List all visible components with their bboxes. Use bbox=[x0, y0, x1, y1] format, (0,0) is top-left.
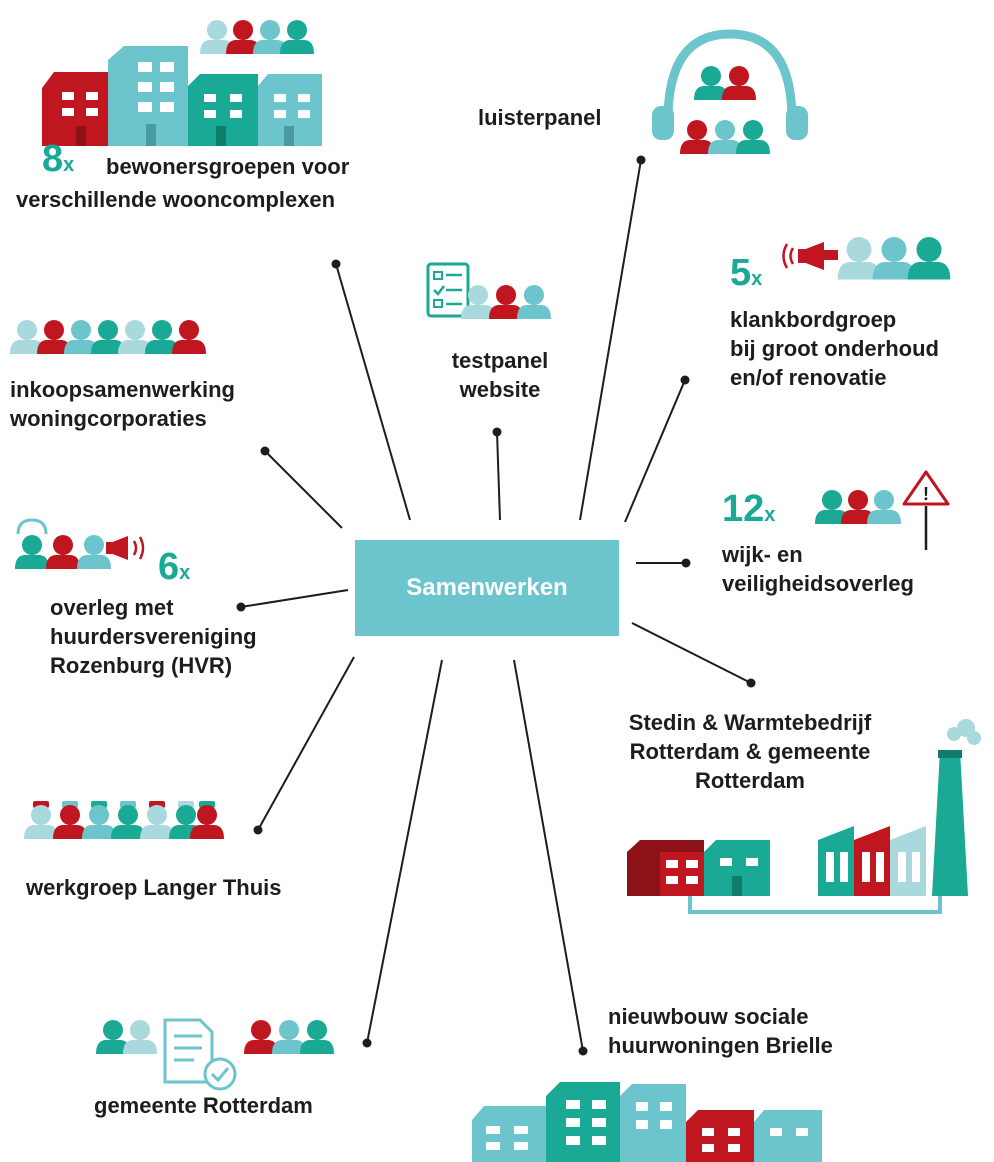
klankbord-line2: bij groot onderhoud bbox=[730, 336, 939, 361]
wijk-x: x bbox=[764, 504, 776, 526]
hvr-line3: Rozenburg (HVR) bbox=[50, 653, 233, 678]
inkoop-label: inkoopsamenwerking woningcorporaties bbox=[10, 375, 235, 433]
wijk-count: 12x bbox=[722, 490, 775, 530]
klankbord-line1: klankbordgroep bbox=[730, 307, 897, 332]
testpanel-label: testpanel website bbox=[425, 346, 575, 404]
hvr-line1: overleg met bbox=[50, 595, 174, 620]
center-label: Samenwerken bbox=[406, 574, 568, 601]
stedin-label: Stedin & Warmtebedrijf Rotterdam & gemee… bbox=[560, 708, 940, 795]
connector-lines bbox=[240, 159, 752, 1052]
luisterpanel-label: luisterpanel bbox=[478, 105, 602, 130]
klankbord-group-icon bbox=[837, 237, 951, 280]
langer-thuis-label: werkgroep Langer Thuis bbox=[26, 875, 282, 900]
checklist-icon bbox=[426, 262, 470, 318]
factory-houses-icon bbox=[627, 719, 981, 914]
nurses-icon bbox=[24, 801, 224, 839]
bewonersgroepen-number: 8 bbox=[42, 138, 64, 180]
klankbord-label: klankbordgroep bij groot onderhoud en/of… bbox=[730, 305, 939, 392]
inkoop-line2: woningcorporaties bbox=[10, 406, 207, 431]
gemeente-label: gemeente Rotterdam bbox=[94, 1093, 313, 1118]
inkoop-group-icon bbox=[10, 320, 206, 354]
svg-text:!: ! bbox=[923, 484, 929, 504]
headphones-icon bbox=[652, 29, 808, 154]
wijk-group-icon bbox=[815, 490, 901, 524]
gemeente-group-right-icon bbox=[244, 1020, 334, 1054]
hvr-megaphone-icon bbox=[106, 536, 145, 560]
megaphone-icon bbox=[782, 242, 838, 270]
hvr-number: 6 bbox=[158, 546, 180, 588]
hvr-count: 6x bbox=[158, 548, 190, 588]
inkoop-line1: inkoopsamenwerking bbox=[10, 377, 235, 402]
document-check-icon bbox=[163, 1018, 237, 1091]
houses-icon bbox=[42, 46, 322, 146]
gemeente-group-left-icon bbox=[96, 1020, 157, 1054]
testpanel-line2: website bbox=[459, 377, 541, 402]
resident-group-icon bbox=[200, 20, 314, 54]
bewonersgroepen-count: 8x bbox=[42, 140, 74, 180]
bewonersgroepen-line1: bewonersgroepen voor bbox=[106, 154, 350, 179]
klankbord-count: 5x bbox=[730, 254, 762, 294]
hvr-group-icon bbox=[15, 518, 111, 569]
hvr-x: x bbox=[179, 562, 191, 584]
wijk-line2: veiligheidsoverleg bbox=[722, 571, 914, 596]
stedin-line2: Rotterdam & gemeente bbox=[629, 739, 871, 764]
apartment-buildings-icon bbox=[472, 1082, 822, 1162]
testpanel-line1: testpanel bbox=[451, 348, 549, 373]
stedin-line3: Rotterdam bbox=[694, 768, 805, 793]
wijk-number: 12 bbox=[722, 488, 765, 530]
klankbord-line3: en/of renovatie bbox=[730, 365, 887, 390]
brielle-line1: nieuwbouw sociale bbox=[608, 1004, 809, 1029]
testpanel-group-icon bbox=[461, 285, 551, 319]
bewonersgroepen-line2: verschillende wooncomplexen bbox=[16, 187, 336, 212]
stedin-line1: Stedin & Warmtebedrijf bbox=[628, 710, 872, 735]
center-node: Samenwerken bbox=[355, 540, 619, 636]
brielle-label: nieuwbouw sociale huurwoningen Brielle bbox=[608, 1002, 833, 1060]
hvr-label: overleg met huurdersvereniging Rozenburg… bbox=[50, 593, 257, 680]
brielle-line2: huurwoningen Brielle bbox=[608, 1033, 833, 1058]
warning-sign-icon: ! bbox=[902, 470, 950, 550]
klankbord-x: x bbox=[751, 268, 763, 290]
connector-dots bbox=[236, 155, 756, 1056]
wijk-line1: wijk- en bbox=[722, 542, 803, 567]
wijk-label: wijk- en veiligheidsoverleg bbox=[722, 540, 914, 598]
klankbord-number: 5 bbox=[730, 252, 752, 294]
hvr-line2: huurdersvereniging bbox=[50, 624, 257, 649]
bewonersgroepen-x: x bbox=[63, 154, 75, 176]
